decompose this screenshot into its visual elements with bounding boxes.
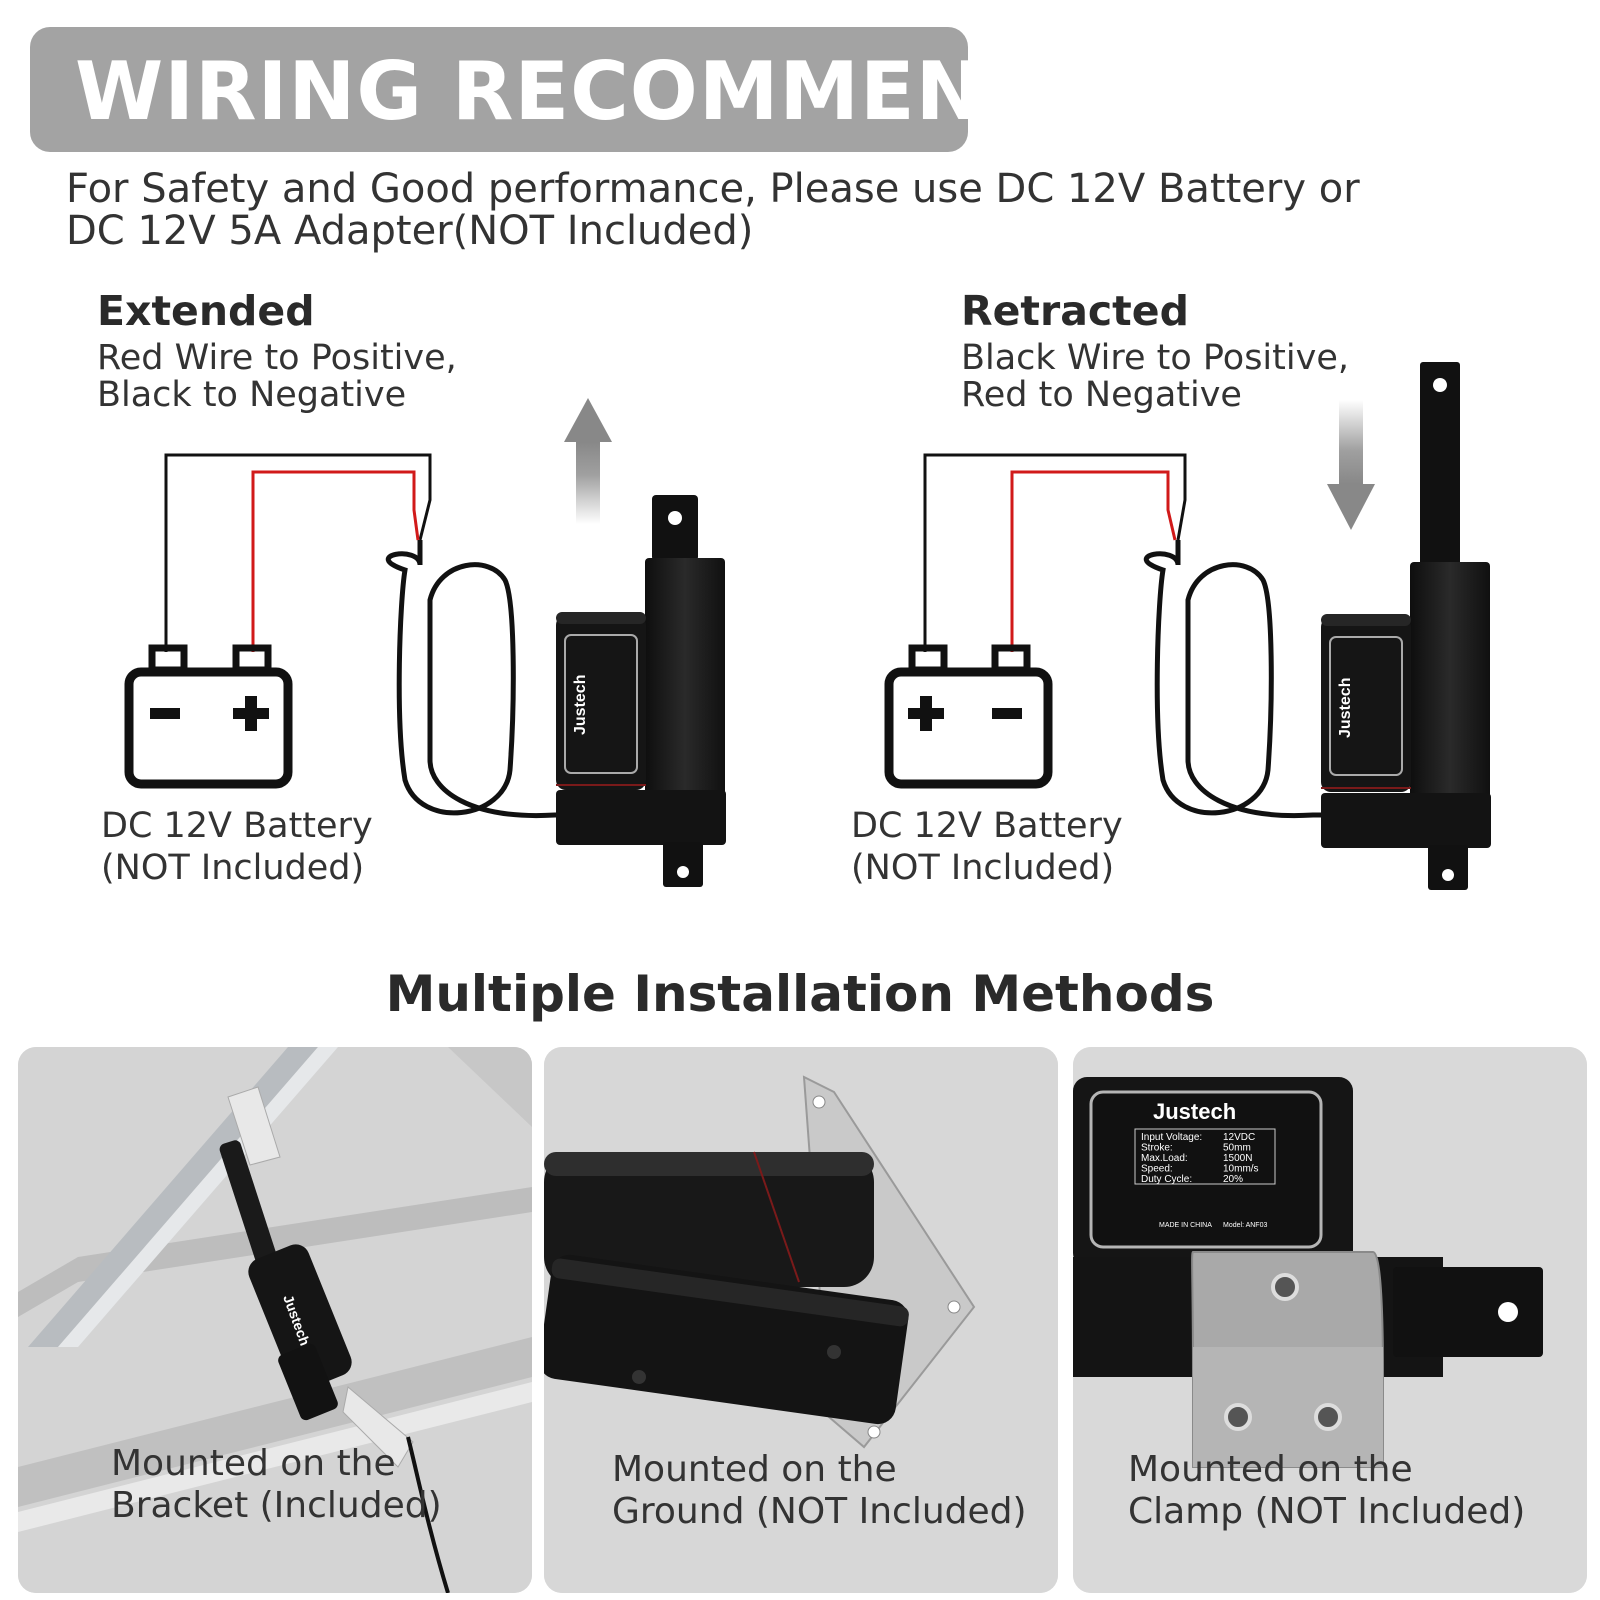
- spec-key: Max.Load:: [1141, 1153, 1188, 1164]
- spec-value: 12VDC: [1223, 1132, 1255, 1143]
- arrow-down-icon: [1327, 400, 1375, 530]
- clamp-photo: Justech MADE IN CHINA Model: ANF03 Input…: [1073, 1047, 1587, 1593]
- cable: [385, 540, 575, 819]
- red-wire: [1010, 470, 1177, 652]
- clamp-caption: Mounted on the Clamp (NOT Included): [1128, 1449, 1525, 1533]
- actuator-extended: Justech: [556, 495, 726, 887]
- ground-caption: Mounted on the Ground (NOT Included): [612, 1449, 1027, 1533]
- retracted-description: Black Wire to Positive, Red to Negative: [961, 340, 1349, 414]
- spec-value: 50mm: [1223, 1143, 1251, 1154]
- model: Model: ANF03: [1223, 1222, 1267, 1229]
- safety-note: For Safety and Good performance, Please …: [66, 168, 1466, 252]
- battery-icon: [124, 644, 293, 789]
- actuator-retracted: Justech: [1321, 362, 1491, 890]
- plus-icon: [908, 696, 944, 731]
- made-in: MADE IN CHINA: [1159, 1222, 1212, 1229]
- minus-icon: [992, 708, 1022, 719]
- installation-title: Multiple Installation Methods: [385, 965, 1215, 1023]
- spec-value: 1500N: [1223, 1153, 1252, 1164]
- svg-text:Justech: Justech: [1337, 678, 1354, 738]
- install-panel-bracket: Justech Mounted on the Bracket (Included…: [18, 1047, 532, 1593]
- extended-desc-line-1: Red Wire to Positive,: [97, 338, 457, 378]
- spec-value: 10mm/s: [1223, 1164, 1259, 1175]
- spec-key: Stroke:: [1141, 1143, 1173, 1154]
- minus-icon: [150, 708, 180, 719]
- retracted-title: Retracted: [961, 287, 1189, 335]
- retracted-battery-label: DC 12V Battery (NOT Included): [851, 805, 1123, 889]
- caption-line-1: Mounted on the: [111, 1443, 396, 1484]
- bracket-photo: Justech: [18, 1047, 532, 1593]
- extended-description: Red Wire to Positive, Black to Negative: [97, 340, 457, 414]
- wiring-diagrams: Justech: [124, 362, 1491, 890]
- install-panel-ground: Mounted on the Ground (NOT Included): [544, 1047, 1058, 1593]
- spec-value: 20%: [1223, 1174, 1243, 1185]
- cable: [1143, 540, 1330, 819]
- caption-line-2: Clamp (NOT Included): [1128, 1491, 1526, 1532]
- safety-note-line-2: DC 12V 5A Adapter(NOT Included): [66, 208, 754, 254]
- page-title: WIRING RECOMMEND: [75, 45, 1052, 138]
- spec-label: MADE IN CHINA Model: ANF03 Input Voltage…: [1134, 1128, 1276, 1229]
- safety-note-line-1: For Safety and Good performance, Please …: [66, 166, 1360, 212]
- svg-text:Justech: Justech: [572, 675, 589, 735]
- arrow-up-icon: [564, 398, 612, 524]
- black-wire: [923, 453, 1187, 652]
- extended-diagram: Justech: [124, 398, 726, 887]
- extended-battery-label: DC 12V Battery (NOT Included): [101, 805, 373, 889]
- retracted-desc-line-1: Black Wire to Positive,: [961, 338, 1349, 378]
- ground-photo: [544, 1047, 1058, 1593]
- spec-key: Duty Cycle:: [1141, 1174, 1192, 1185]
- bracket-caption: Mounted on the Bracket (Included): [111, 1443, 442, 1527]
- title-banner: WIRING RECOMMEND: [30, 27, 1050, 152]
- caption-line-1: Mounted on the: [1128, 1449, 1413, 1490]
- caption-line-1: Mounted on the: [612, 1449, 897, 1490]
- spec-key: Speed:: [1141, 1164, 1173, 1175]
- label-brand: Justech: [1153, 1099, 1236, 1124]
- battery-label-line-2: (NOT Included): [101, 848, 365, 888]
- plus-icon: [233, 696, 269, 731]
- extended-title: Extended: [97, 287, 315, 335]
- battery-label-line-1: DC 12V Battery: [101, 806, 373, 846]
- battery-label-line-2: (NOT Included): [851, 848, 1115, 888]
- retracted-diagram: Justech: [884, 362, 1491, 890]
- black-wire: [164, 453, 432, 652]
- extended-desc-line-2: Black to Negative: [97, 375, 407, 415]
- retracted-desc-line-2: Red to Negative: [961, 375, 1242, 415]
- red-wire: [251, 470, 420, 652]
- install-panel-clamp: Justech MADE IN CHINA Model: ANF03 Input…: [1073, 1047, 1587, 1593]
- spec-key: Input Voltage:: [1141, 1132, 1202, 1143]
- battery-icon: [884, 644, 1053, 789]
- caption-line-2: Ground (NOT Included): [612, 1491, 1027, 1532]
- battery-label-line-1: DC 12V Battery: [851, 806, 1123, 846]
- caption-line-2: Bracket (Included): [111, 1485, 442, 1526]
